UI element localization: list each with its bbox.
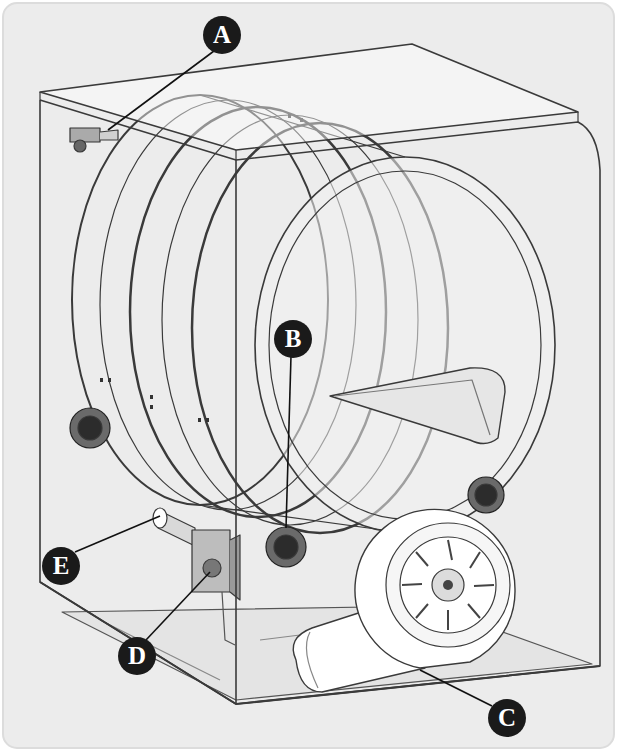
background-panel bbox=[3, 3, 614, 748]
cabinet-outline bbox=[40, 100, 600, 704]
callout-letter: D bbox=[118, 637, 156, 675]
callout-letter: C bbox=[488, 699, 526, 737]
drum-holes bbox=[100, 114, 303, 422]
callout-letter: B bbox=[274, 320, 312, 358]
baffle-edge bbox=[335, 380, 490, 435]
callout-letter: A bbox=[203, 16, 241, 54]
drum-front-rim bbox=[255, 157, 555, 533]
drum-baffle bbox=[330, 368, 505, 444]
drive-motor bbox=[153, 508, 240, 645]
cabinet-corner bbox=[235, 160, 237, 704]
callout-letter: E bbox=[42, 547, 80, 585]
blower-assembly bbox=[293, 509, 515, 692]
drum-body-edge bbox=[200, 95, 405, 533]
cabinet-lip bbox=[40, 92, 578, 160]
leader-lines bbox=[75, 48, 492, 706]
drum-opening bbox=[269, 171, 541, 519]
cabinet-base bbox=[40, 582, 600, 704]
cabinet-top bbox=[40, 44, 578, 150]
sensor-part bbox=[70, 128, 118, 152]
